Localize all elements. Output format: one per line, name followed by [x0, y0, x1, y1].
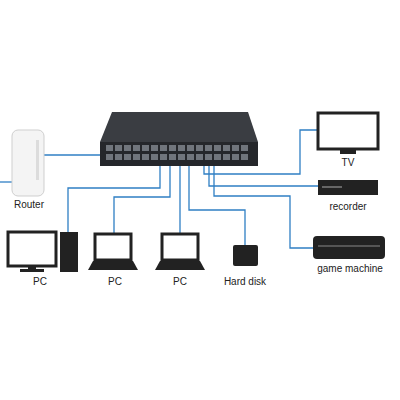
port	[151, 145, 158, 151]
port	[232, 154, 239, 160]
port	[142, 145, 149, 151]
port	[241, 154, 248, 160]
device-label: Hard disk	[224, 276, 266, 288]
cable	[44, 154, 104, 155]
port	[187, 154, 194, 160]
device-label: PC	[173, 276, 187, 288]
router-lights	[36, 140, 39, 180]
port	[124, 145, 131, 151]
port	[214, 145, 221, 151]
port	[178, 145, 185, 151]
device-label: PC	[108, 276, 122, 288]
device-label: Router	[14, 199, 44, 211]
tv-stand	[340, 150, 356, 154]
port	[196, 145, 203, 151]
cable	[209, 165, 318, 186]
hard-disk	[233, 245, 258, 266]
recorder-body	[318, 180, 378, 195]
laptop-base	[155, 261, 205, 270]
device-label: PC	[33, 276, 47, 288]
switch-ports	[106, 145, 248, 160]
cable	[0, 181, 12, 182]
port	[160, 145, 167, 151]
laptop-screen	[95, 234, 131, 260]
port	[205, 145, 212, 151]
port	[142, 154, 149, 160]
port	[223, 154, 230, 160]
cable	[114, 165, 170, 233]
tv-screen	[318, 113, 378, 149]
port	[214, 154, 221, 160]
port	[160, 154, 167, 160]
port	[241, 145, 248, 151]
port	[115, 145, 122, 151]
port	[133, 154, 140, 160]
monitor	[8, 232, 56, 266]
pc-tower	[60, 232, 78, 272]
port	[124, 154, 131, 160]
laptop-screen	[162, 234, 198, 260]
game-machine-line	[318, 245, 380, 247]
switch-front	[100, 142, 258, 166]
game-machine-body	[313, 236, 385, 259]
laptop-base	[88, 261, 138, 270]
port	[133, 145, 140, 151]
port	[196, 154, 203, 160]
port	[178, 154, 185, 160]
port	[106, 154, 113, 160]
cable-group	[0, 130, 318, 248]
device-label: game machine	[317, 263, 383, 275]
router-body	[12, 130, 44, 196]
cable	[214, 165, 313, 248]
port	[187, 145, 194, 151]
device-label: recorder	[329, 201, 366, 213]
port	[169, 145, 176, 151]
port	[223, 145, 230, 151]
recorder-slot	[322, 186, 342, 188]
device-label: TV	[342, 157, 355, 169]
port	[151, 154, 158, 160]
port	[205, 154, 212, 160]
monitor-base	[20, 269, 44, 272]
port	[232, 145, 239, 151]
port	[106, 145, 113, 151]
switch-top	[100, 112, 258, 142]
port	[169, 154, 176, 160]
cable	[179, 165, 180, 233]
port	[115, 154, 122, 160]
